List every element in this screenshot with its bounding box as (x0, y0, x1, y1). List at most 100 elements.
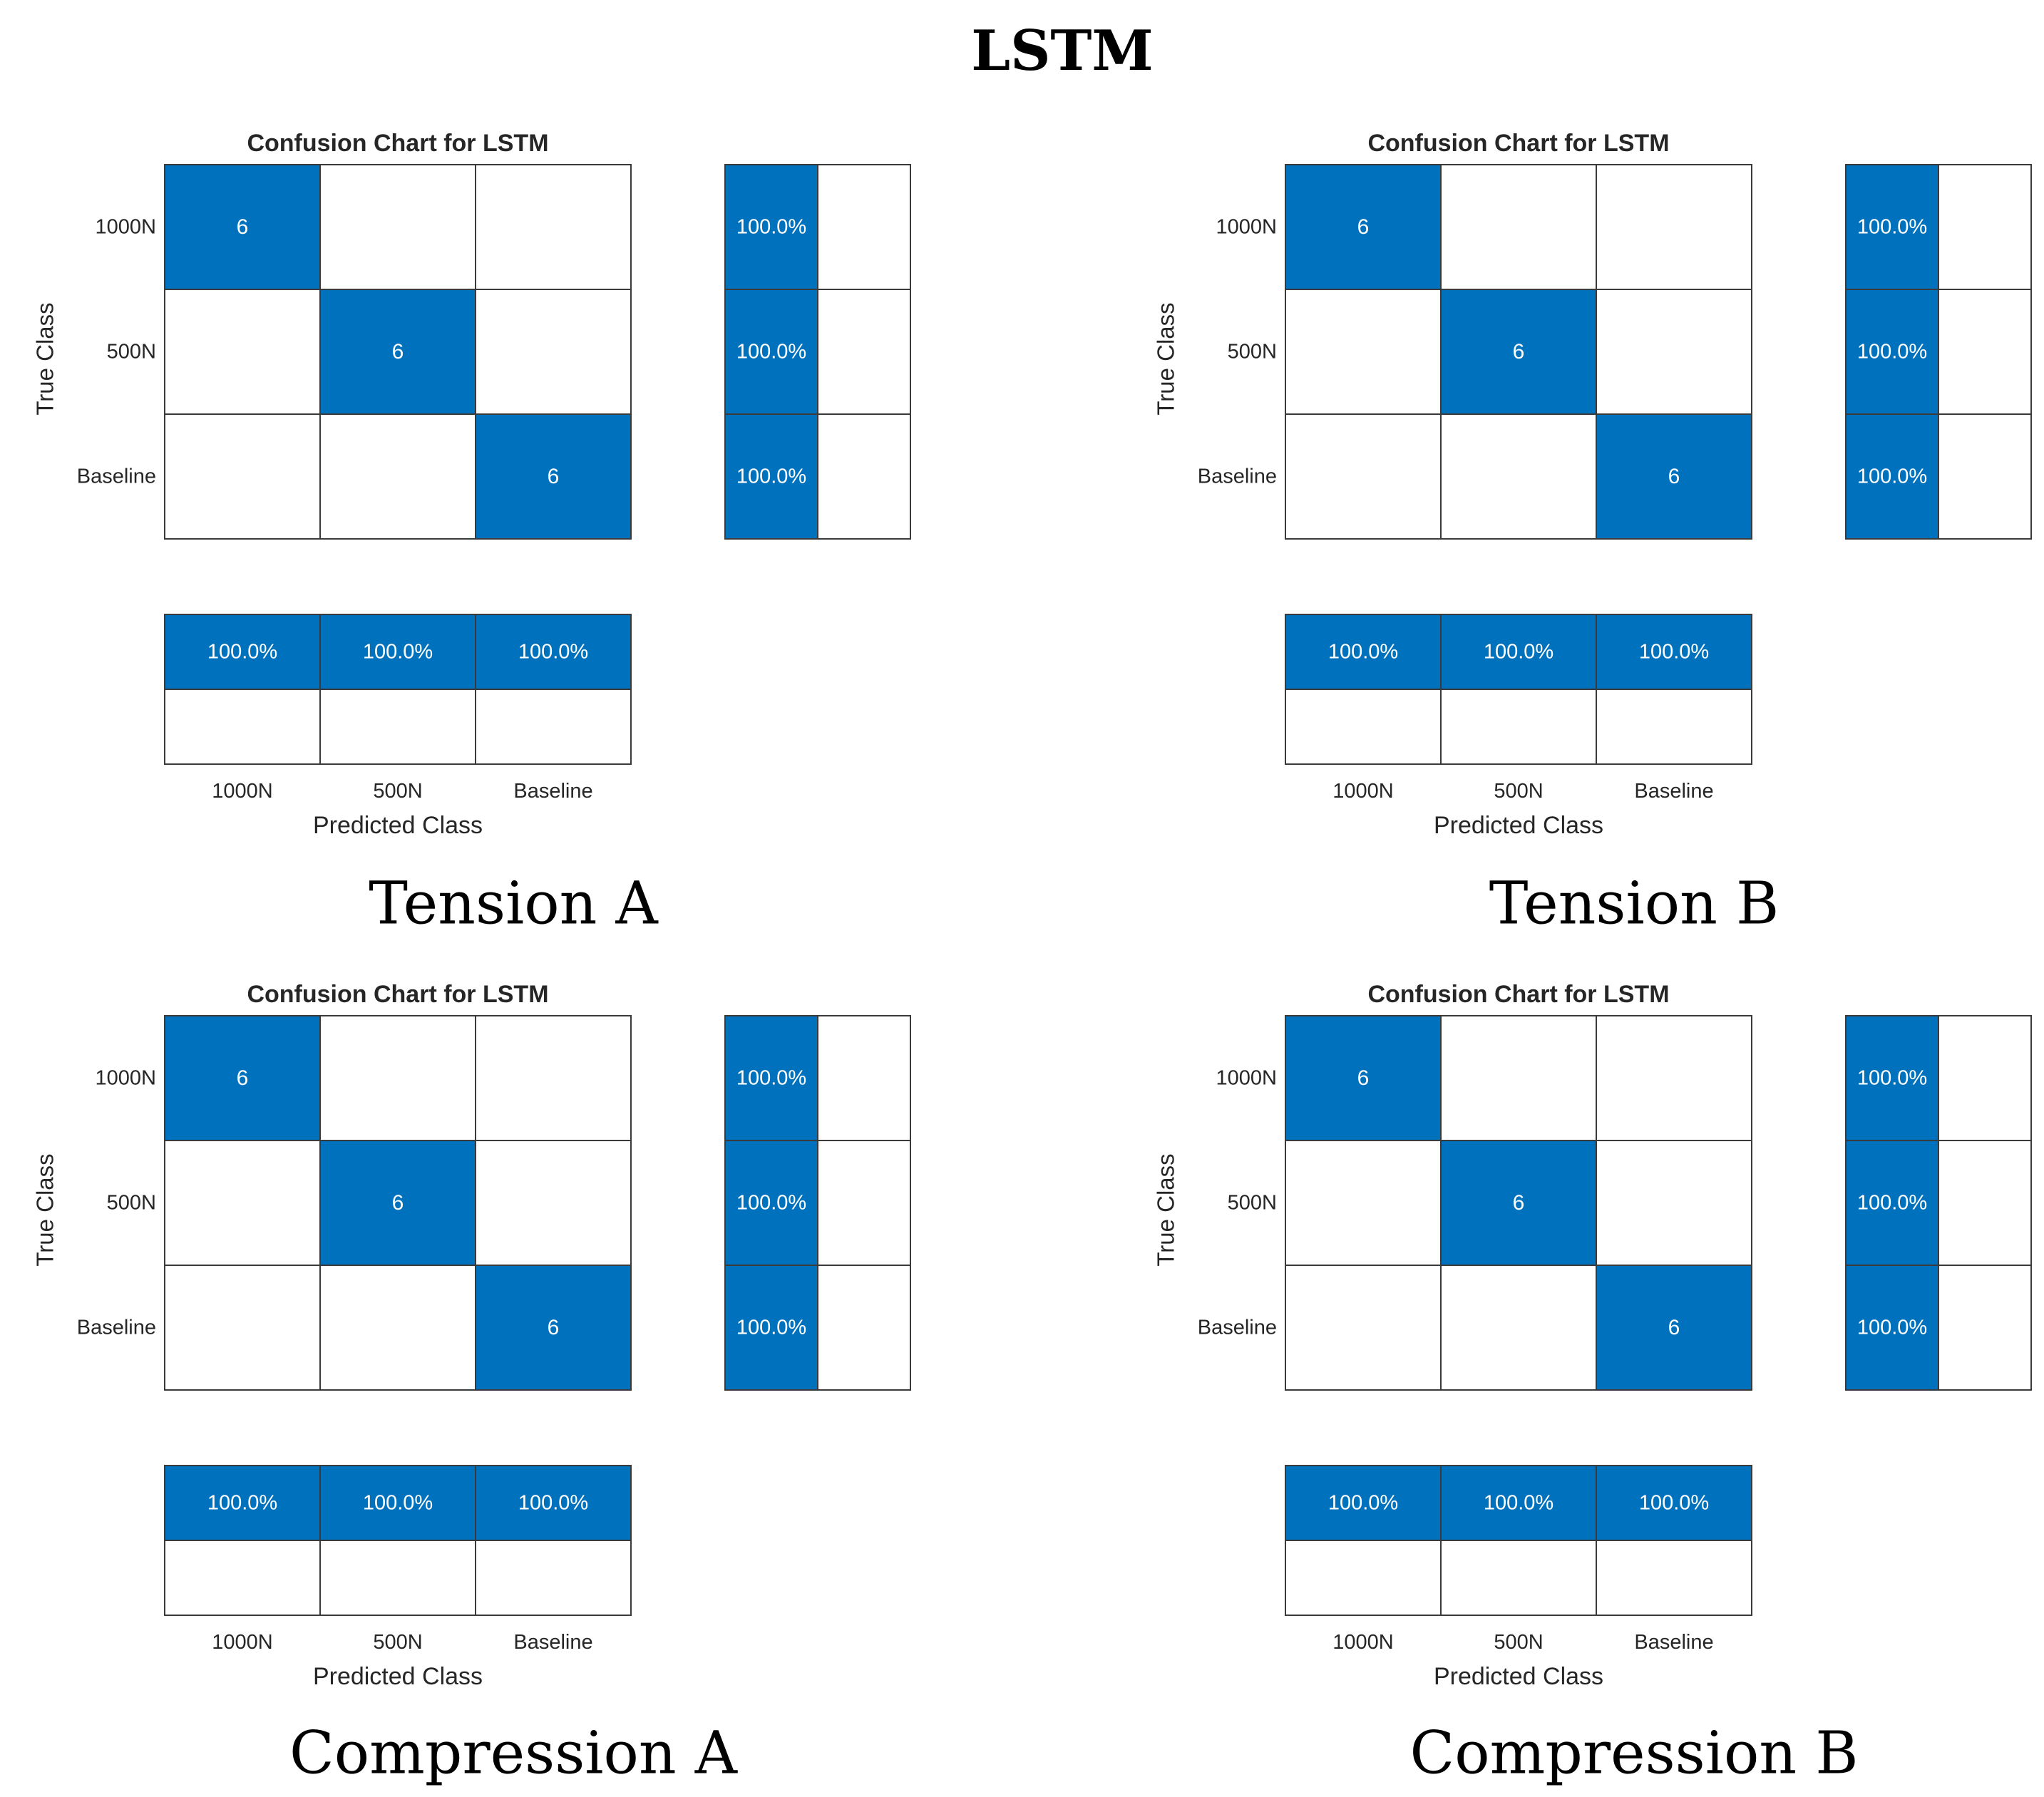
matrix-cell (475, 1015, 632, 1141)
confusion-chart-panel: Confusion Chart for LSTM666100.0%100.0%1… (1153, 130, 2032, 938)
y-tick-label: 1000N (96, 1067, 156, 1090)
row-summary-correct-cell (724, 1140, 818, 1266)
matrix-cell (1596, 164, 1752, 290)
row-summary-correct-cell (1845, 164, 1939, 290)
column-summary-incorrect-cell (1285, 1540, 1442, 1616)
y-tick-label: 500N (107, 1192, 156, 1215)
figure-title: LSTM (971, 19, 1154, 83)
matrix-cell (319, 289, 476, 415)
column-summary-incorrect-cell (319, 1540, 476, 1616)
matrix-cell-value: 6 (392, 340, 404, 364)
y-tick-label: Baseline (1198, 465, 1277, 488)
matrix-cell (1440, 1265, 1597, 1391)
chart-title: Confusion Chart for LSTM (1367, 981, 1669, 1008)
x-axis-label: Predicted Class (313, 1663, 483, 1690)
matrix-cell (1285, 1140, 1442, 1266)
matrix-cell (164, 1140, 321, 1266)
column-summary-correct-value: 100.0% (1484, 1492, 1553, 1515)
column-summary-incorrect-cell (475, 689, 632, 765)
column-summary-correct-value: 100.0% (207, 641, 277, 664)
x-axis-label: Predicted Class (1434, 1663, 1603, 1690)
column-summary-correct-value: 100.0% (518, 641, 588, 664)
matrix-cell (475, 1140, 632, 1266)
row-summary-incorrect-cell (817, 413, 911, 540)
y-tick-label: 500N (1228, 1192, 1277, 1215)
x-tick-label: 500N (373, 780, 422, 803)
column-summary-correct-value: 100.0% (363, 1492, 433, 1515)
column-summary-incorrect-cell (1596, 689, 1752, 765)
y-axis-label: True Class (1153, 1153, 1179, 1266)
column-summary-correct-value: 100.0% (1328, 1492, 1398, 1515)
row-summary-correct-cell (724, 1015, 818, 1141)
matrix-cell-value: 6 (1357, 215, 1370, 239)
x-axis-label: Predicted Class (313, 812, 483, 839)
matrix-cell (475, 164, 632, 290)
y-tick-label: 1000N (1216, 1067, 1277, 1090)
matrix-cell (164, 1015, 321, 1141)
row-summary-correct-cell (1845, 1015, 1939, 1141)
matrix-cell (1596, 1265, 1752, 1391)
matrix-cell-value: 6 (548, 1316, 560, 1339)
matrix-cell-value: 6 (392, 1191, 404, 1215)
matrix-cell (1596, 413, 1752, 540)
row-summary-incorrect-cell (817, 289, 911, 415)
x-tick-label: 500N (1494, 780, 1543, 803)
column-summary-correct-value: 100.0% (518, 1492, 588, 1515)
matrix-cell (1596, 1015, 1752, 1141)
row-summary-correct-cell (724, 164, 818, 290)
row-summary-incorrect-cell (817, 164, 911, 290)
x-axis-label: Predicted Class (1434, 812, 1603, 839)
chart-title: Confusion Chart for LSTM (247, 130, 548, 157)
y-tick-label: 1000N (96, 216, 156, 239)
matrix-cell (1285, 164, 1442, 290)
row-summary-correct-value: 100.0% (736, 465, 806, 488)
y-axis-label: True Class (32, 1153, 58, 1266)
matrix-cell-value: 6 (1513, 340, 1525, 364)
column-summary-correct-value: 100.0% (1639, 1492, 1709, 1515)
column-summary-correct-cell (1440, 1465, 1597, 1541)
row-summary-incorrect-cell (817, 1140, 911, 1266)
x-tick-label: 1000N (1332, 780, 1393, 803)
panel-caption: Tension B (1489, 870, 1779, 938)
matrix-cell (164, 289, 321, 415)
row-summary-incorrect-cell (1938, 413, 2032, 540)
matrix-cell (475, 1265, 632, 1391)
confusion-chart-panel: Confusion Chart for LSTM666100.0%100.0%1… (1153, 981, 2032, 1788)
matrix-cell (319, 1140, 476, 1266)
x-tick-label: Baseline (513, 1631, 592, 1654)
matrix-cell (1440, 164, 1597, 290)
column-summary-incorrect-cell (1440, 1540, 1597, 1616)
row-summary-incorrect-cell (1938, 1265, 2032, 1391)
y-axis-label: True Class (32, 302, 58, 415)
matrix-cell-value: 6 (237, 1066, 249, 1090)
column-summary-incorrect-cell (164, 689, 321, 765)
chart-title: Confusion Chart for LSTM (247, 981, 548, 1008)
chart-title: Confusion Chart for LSTM (1367, 130, 1669, 157)
column-summary-correct-cell (1285, 614, 1442, 690)
matrix-cell-value: 6 (237, 215, 249, 239)
y-tick-label: 1000N (1216, 216, 1277, 239)
row-summary-correct-value: 100.0% (736, 1317, 806, 1339)
row-summary-correct-value: 100.0% (1857, 1192, 1927, 1215)
column-summary-correct-cell (475, 1465, 632, 1541)
x-tick-label: Baseline (1634, 780, 1713, 803)
matrix-cell (475, 413, 632, 540)
row-summary-correct-value: 100.0% (736, 216, 806, 239)
panel-caption: Compression B (1410, 1720, 1859, 1788)
column-summary-incorrect-cell (1285, 689, 1442, 765)
matrix-cell-value: 6 (1668, 465, 1680, 488)
matrix-cell (164, 164, 321, 290)
column-summary-correct-cell (1596, 614, 1752, 690)
y-tick-label: Baseline (77, 465, 156, 488)
column-summary-incorrect-cell (1596, 1540, 1752, 1616)
column-summary-correct-value: 100.0% (363, 641, 433, 664)
panel-caption: Compression A (289, 1720, 739, 1788)
matrix-cell (319, 1015, 476, 1141)
column-summary-correct-cell (164, 1465, 321, 1541)
matrix-cell (1440, 413, 1597, 540)
column-summary-incorrect-cell (1440, 689, 1597, 765)
row-summary-incorrect-cell (1938, 164, 2032, 290)
column-summary-correct-cell (319, 614, 476, 690)
column-summary-correct-value: 100.0% (1484, 641, 1553, 664)
